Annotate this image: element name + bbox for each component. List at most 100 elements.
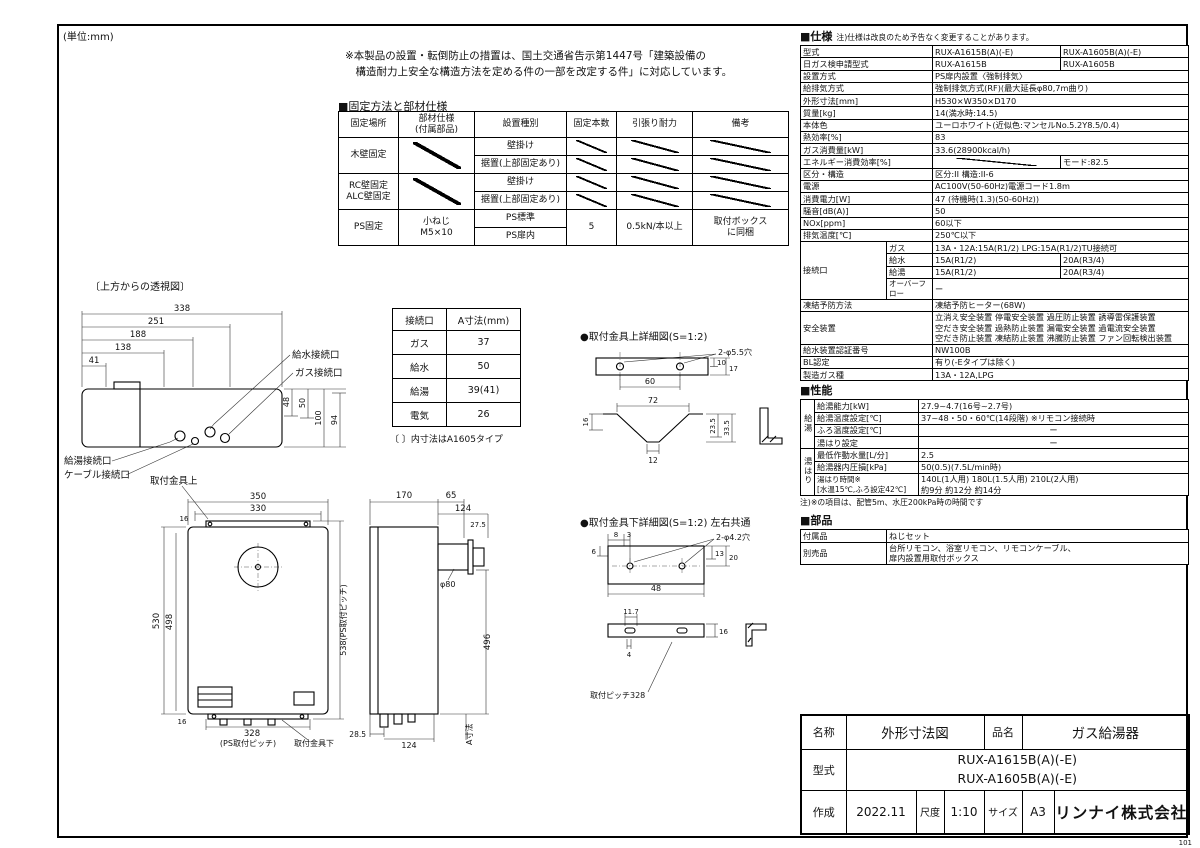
front-body-outline	[187, 520, 329, 726]
a-dimension-label: A寸法	[464, 724, 474, 745]
slash-mark	[616, 155, 693, 174]
dim-12: 12	[648, 456, 658, 465]
spec-vent-value: 強制排気方式(RF)(最大延長φ80,7m曲り)	[932, 81, 1190, 96]
spec-cons-value: 47 (待機時(1.3)(50-60Hz))	[932, 191, 1190, 206]
perf-minflow-label: 最低作動水量[L/分]	[814, 448, 919, 462]
spec-exhaust-value: 250℃以下	[932, 228, 1190, 243]
performance-group-fill: 湯はり	[800, 448, 815, 497]
front-dimension-lines	[161, 485, 344, 741]
performance-section-header: ■性能	[800, 382, 1188, 398]
spec-conn-hot-2: 20A(R3/4)	[1060, 265, 1190, 279]
fixing-type-standing: 据置(上部固定あり)	[474, 155, 567, 174]
perf-bathtemp-label: ふろ温度設定[℃]	[814, 423, 919, 438]
atable-gas-value: 37	[446, 330, 521, 355]
fixing-header-place: 固定場所	[338, 111, 399, 138]
slash-mark	[398, 173, 475, 210]
perf-fillset-value: ー	[918, 435, 1189, 450]
upper-bracket-detail-title: ●取付金具上詳細図(S=1:2)	[580, 332, 708, 343]
spec-title: ■仕様	[800, 30, 833, 43]
spec-nox-label: NOx[ppm]	[799, 216, 934, 230]
topview-title: 〔上方からの透視図〕	[90, 282, 190, 293]
perf-minflow-value: 2.5	[918, 448, 1189, 462]
spec-model-2: RUX-A1605B(A)(-E)	[1060, 44, 1190, 59]
dim-124-top: 124	[455, 504, 471, 514]
product-name: ガス給湯器	[1021, 714, 1190, 750]
spec-gastype-value: 13A・12A,LPG	[932, 367, 1190, 382]
spec-gas-value: 33.6(28900kcal/h)	[932, 142, 1190, 157]
perf-ploss-label: 給湯器内圧損[kPa]	[814, 460, 919, 474]
performance-group-hotwater: 給湯	[800, 399, 815, 450]
dim-496: 496	[483, 634, 493, 650]
dim-27-5: 27.5	[470, 521, 486, 529]
perf-fillset-label: 湯はり設定	[814, 435, 919, 450]
dim-41: 41	[89, 356, 100, 366]
spec-cert-value: NW100B	[932, 343, 1190, 357]
creation-date: 2022.11	[845, 789, 917, 835]
spec-class-value: 区分:II 構造:II-6	[932, 167, 1190, 181]
spec-section-header: ■仕様 注)仕様は改良のため予告なく変更することがあります。	[800, 28, 1188, 44]
spec-noise-label: 騒音[dB(A)]	[799, 204, 934, 218]
atable-electric-value: 26	[446, 402, 521, 427]
parts-table: 付属品ねじセット 別売品台所リモコン、浴室リモコン、リモコンケーブル、 扉内設置…	[800, 529, 1189, 565]
dim-530: 530	[152, 613, 162, 629]
spec-safety-label: 安全装置	[799, 310, 934, 345]
dim-100: 100	[314, 410, 323, 425]
titleblock-name-label: 名称	[800, 714, 847, 750]
fixing-type-wall: 壁掛け	[474, 137, 567, 156]
sheet-size: A3	[1021, 789, 1055, 835]
fixing-header-tension: 引張り耐力	[616, 111, 693, 138]
dim-60: 60	[645, 377, 655, 386]
cable-port-label: ケーブル接続口	[64, 469, 130, 481]
parts-optional-value: 台所リモコン、浴室リモコン、リモコンケーブル、 扉内設置用取付ボックス	[886, 541, 1189, 565]
title-block: 名称 外形寸法図 品名 ガス給湯器 型式 RUX-A1615B(A)(-E) R…	[800, 714, 1191, 835]
fixing-place-wood: 木壁固定	[338, 137, 399, 174]
upper-bracket-detail-drawing: 60 2-φ5.5穴 10 17 72 16 23.5 33.5 12	[582, 347, 783, 465]
model-numbers: RUX-A1615B(A)(-E) RUX-A1605B(A)(-E)	[845, 748, 1190, 791]
spec-dim-value: H530×W350×D170	[932, 93, 1190, 108]
atable-gas: ガス	[392, 330, 447, 355]
spec-conn-water-label: 給水	[885, 253, 934, 267]
lower-bracket-label: 取付金具下	[294, 738, 334, 748]
drawing-name: 外形寸法図	[845, 714, 985, 750]
dim-16: 16	[582, 417, 590, 426]
spec-conn-hot-1: 15A(R1/2)	[932, 265, 1062, 279]
parts-accessory-label: 付属品	[800, 529, 887, 543]
spec-jga-label: 日ガス検申請型式	[799, 57, 934, 71]
fixing-table-title: ■固定方法と部材仕様	[338, 100, 448, 113]
spec-jga-2: RUX-A1605B	[1060, 57, 1190, 71]
spec-mass-label: 質量[kg]	[799, 106, 934, 120]
dim-498: 498	[165, 614, 175, 630]
fixing-part-screw: 小ねじ M5×10	[398, 209, 475, 246]
slash-mark	[566, 155, 617, 174]
spec-power-label: 電源	[799, 179, 934, 194]
parts-section-header: ■部品	[800, 512, 1188, 528]
spec-color-value: ユーロホワイト(近似色:マンセルNo.5.2Y8.5/0.4)	[932, 118, 1190, 132]
dim-23-5: 23.5	[709, 418, 717, 434]
dim-124-bottom: 124	[401, 741, 416, 750]
dim-6: 6	[592, 548, 597, 556]
ps-pitch-label: (PS取付ピッチ)	[220, 738, 276, 748]
front-centerlines	[234, 543, 282, 591]
slash-mark	[398, 137, 475, 174]
spec-jga-1: RUX-A1615B	[932, 57, 1062, 71]
atable-hot: 給湯	[392, 378, 447, 403]
upper-bracket-centerlines	[619, 352, 681, 382]
dim-65: 65	[446, 491, 457, 501]
spec-note: 注)仕様は改良のため予告なく変更することがあります。	[836, 33, 1034, 42]
dim-phi80: φ80	[440, 580, 455, 589]
spec-power-value: AC100V(50-60Hz)電源コード1.8m	[932, 179, 1190, 194]
side-body-outline	[369, 526, 485, 728]
dim-33-5: 33.5	[723, 420, 731, 436]
spec-cons-label: 消費電力[W]	[799, 191, 934, 206]
spec-eff-value: 83	[932, 130, 1190, 145]
lower-bracket-outline	[607, 545, 767, 647]
dim-72: 72	[648, 396, 658, 405]
perf-filltime-value: 140L(1人用) 180L(1.5人用) 210L(2人用) 約9分 約12分…	[918, 472, 1189, 497]
spec-model-1: RUX-A1615B(A)(-E)	[932, 44, 1062, 59]
spec-bl-label: BL認定	[799, 355, 934, 370]
spec-energy-label: エネルギー消費効率[%]	[799, 155, 934, 169]
dim-170: 170	[396, 491, 412, 501]
topview-dimension-lines	[81, 311, 346, 476]
spec-nox-value: 60以下	[932, 216, 1190, 230]
dim-138: 138	[115, 343, 131, 353]
